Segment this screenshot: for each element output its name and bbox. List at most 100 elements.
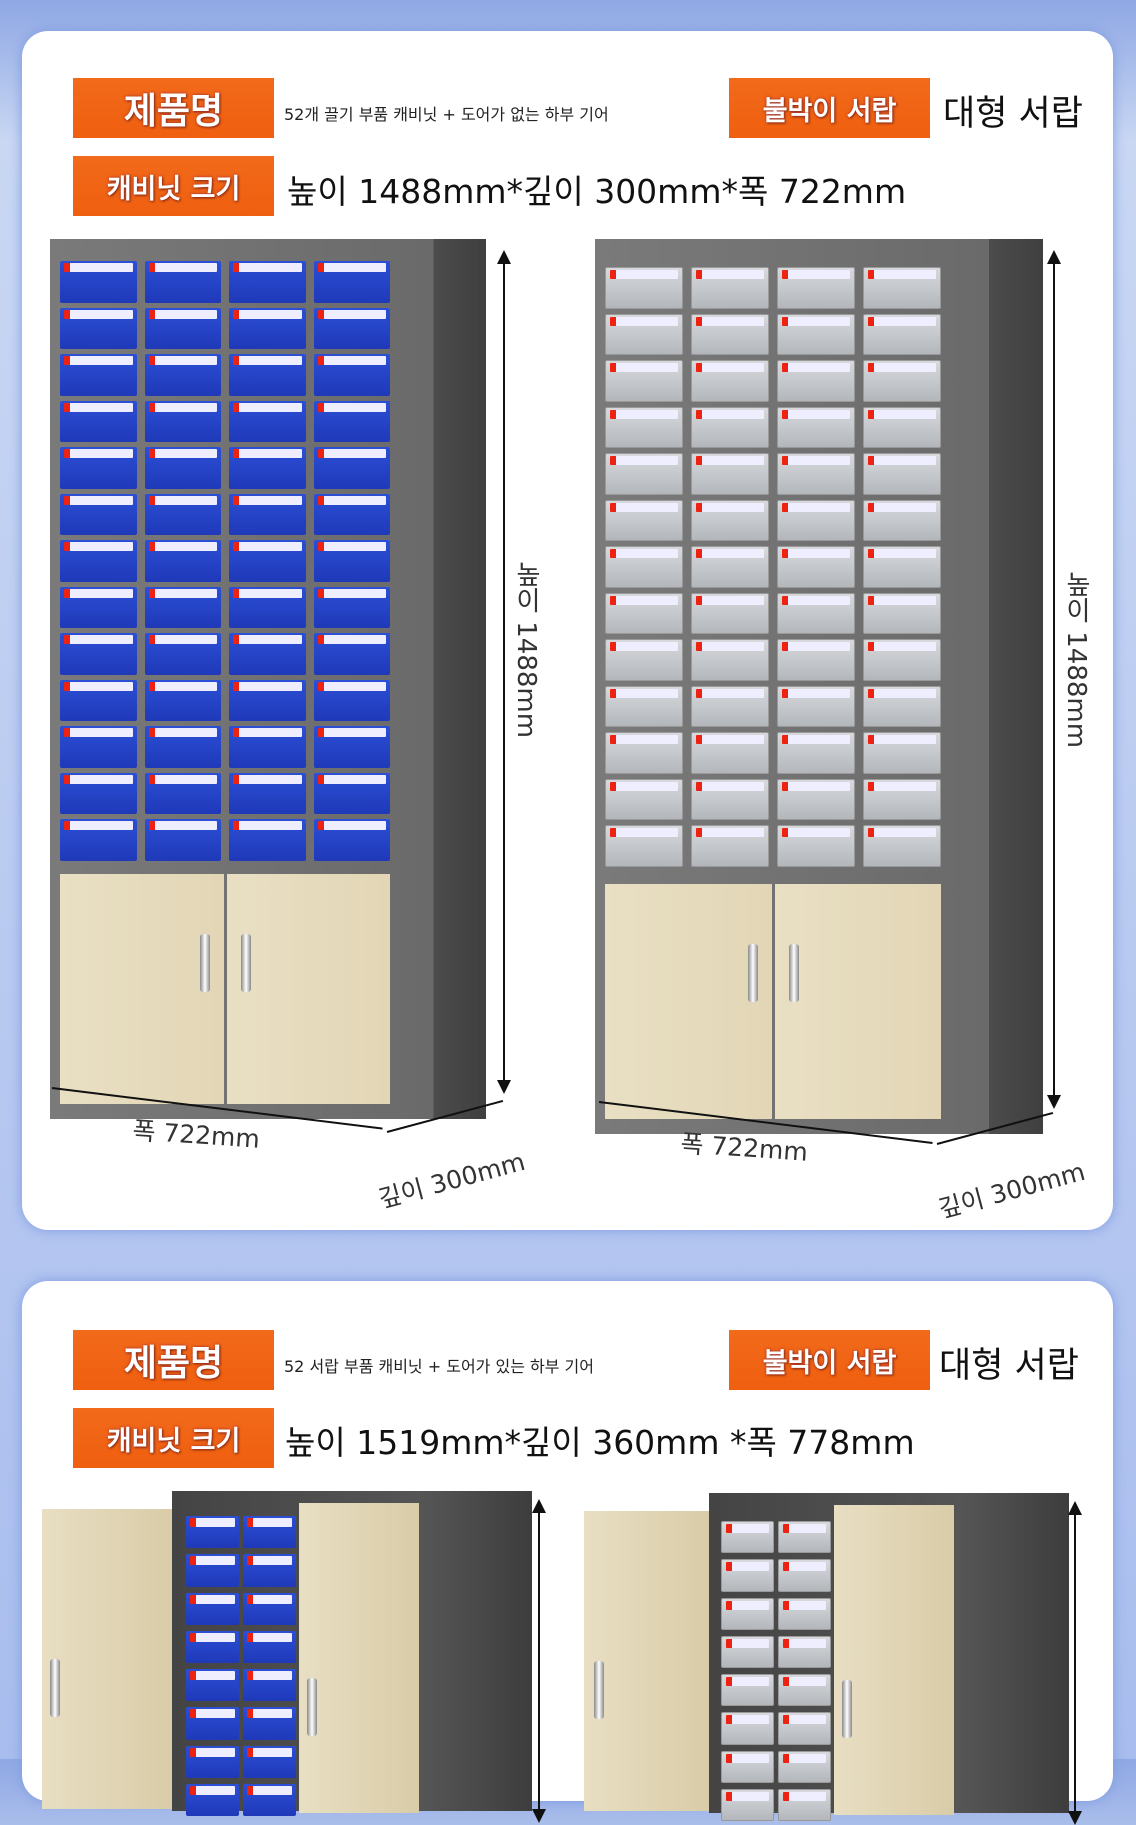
drawer <box>691 546 769 588</box>
drawer <box>229 679 306 722</box>
door-handle <box>240 934 251 992</box>
drawer <box>778 1521 831 1554</box>
lower-doors <box>60 874 390 1104</box>
drawer <box>863 778 941 821</box>
drawer <box>60 540 137 582</box>
drawer-grid <box>186 1516 296 1816</box>
product-panel-2: 제품명 52 서랍 부품 캐비닛 + 도어가 있는 하부 기어 불박이 서랍 대… <box>22 1281 1113 1825</box>
drawer <box>721 1559 774 1592</box>
drawer <box>144 307 221 350</box>
lower-doors <box>605 884 941 1119</box>
drawer <box>243 1554 296 1587</box>
drawer <box>144 772 221 815</box>
drawer <box>777 685 855 728</box>
drawer <box>229 354 306 396</box>
product-panel-1: 제품명 52개 끌기 부품 캐비닛 + 도어가 없는 하부 기어 불박이 서랍 … <box>22 31 1113 1230</box>
drawer <box>778 1750 831 1783</box>
size-value: 높이 1488mm*깊이 300mm*폭 722mm <box>287 172 907 211</box>
drawer <box>313 726 390 768</box>
open-door-right <box>834 1505 954 1815</box>
left-door <box>60 874 224 1104</box>
drawer <box>229 633 306 675</box>
product-name: 52 서랍 부품 캐비닛 + 도어가 있는 하부 기어 <box>284 1357 594 1376</box>
drawer <box>229 447 306 489</box>
drawer <box>691 406 769 449</box>
drawer <box>229 400 306 443</box>
drawer <box>186 1783 239 1816</box>
drawer <box>863 639 941 681</box>
drawer <box>691 313 769 356</box>
drawer <box>243 1630 296 1663</box>
drawer <box>721 1788 774 1821</box>
drawer <box>778 1597 831 1630</box>
drawer <box>721 1750 774 1783</box>
drawer-type: 대형 서랍 <box>943 94 1083 134</box>
drawer <box>777 267 855 309</box>
drawer <box>721 1635 774 1668</box>
drawer <box>144 679 221 722</box>
drawer <box>863 825 941 867</box>
drawer <box>313 493 390 536</box>
height-label: 높이 1488mm <box>1061 571 1091 749</box>
drawer <box>605 639 683 681</box>
drawer <box>60 493 137 536</box>
drawer <box>186 1516 239 1549</box>
drawer <box>186 1592 239 1625</box>
drawer <box>605 406 683 449</box>
drawer <box>60 400 137 443</box>
drawer <box>863 546 941 588</box>
drawer <box>60 772 137 815</box>
height-arrow <box>1047 250 1061 1109</box>
drawer <box>313 772 390 815</box>
drawer-grid <box>721 1521 831 1821</box>
drawer <box>691 732 769 774</box>
drawer <box>863 313 941 356</box>
drawer <box>605 453 683 495</box>
drawer <box>243 1783 296 1816</box>
open-door-left <box>584 1511 709 1811</box>
drawer <box>186 1707 239 1740</box>
size-value: 높이 1519mm*깊이 360mm *폭 778mm <box>285 1423 915 1462</box>
drawer <box>144 400 221 443</box>
drawer <box>777 732 855 774</box>
height-label: 높이 1488mm <box>511 561 541 739</box>
drawer <box>313 447 390 489</box>
cabinet-clear <box>595 239 1043 1134</box>
open-door-left <box>42 1509 172 1809</box>
drawer <box>229 307 306 350</box>
door-handle <box>594 1661 604 1719</box>
drawer <box>777 313 855 356</box>
drawer <box>186 1630 239 1663</box>
drawer <box>691 592 769 635</box>
depth-label: 깊이 300mm <box>375 1146 529 1214</box>
drawer <box>691 825 769 867</box>
drawer <box>777 778 855 821</box>
cabinet-clear-open <box>709 1493 1069 1821</box>
drawer <box>863 453 941 495</box>
drawer <box>313 261 390 303</box>
product-name: 52개 끌기 부품 캐비닛 + 도어가 없는 하부 기어 <box>284 105 609 124</box>
drawer <box>60 679 137 722</box>
drawer <box>863 360 941 402</box>
drawer <box>721 1712 774 1745</box>
drawer <box>605 499 683 542</box>
drawer <box>691 778 769 821</box>
product-name-tag: 제품명 <box>73 78 274 138</box>
drawer <box>144 819 221 861</box>
door-handle <box>50 1659 60 1717</box>
drawer <box>778 1674 831 1707</box>
drawer <box>60 633 137 675</box>
drawer <box>313 400 390 443</box>
door-handle <box>307 1678 317 1736</box>
product-name-tag: 제품명 <box>73 1330 274 1390</box>
drawer-grid <box>605 267 941 867</box>
size-tag: 캐비닛 크기 <box>73 156 274 216</box>
size-tag: 캐비닛 크기 <box>73 1408 274 1468</box>
drawer <box>777 825 855 867</box>
drawer <box>229 772 306 815</box>
drawer <box>721 1521 774 1554</box>
drawer-tag: 불박이 서랍 <box>729 1330 930 1390</box>
drawer <box>605 685 683 728</box>
drawer <box>778 1559 831 1592</box>
drawer <box>721 1674 774 1707</box>
